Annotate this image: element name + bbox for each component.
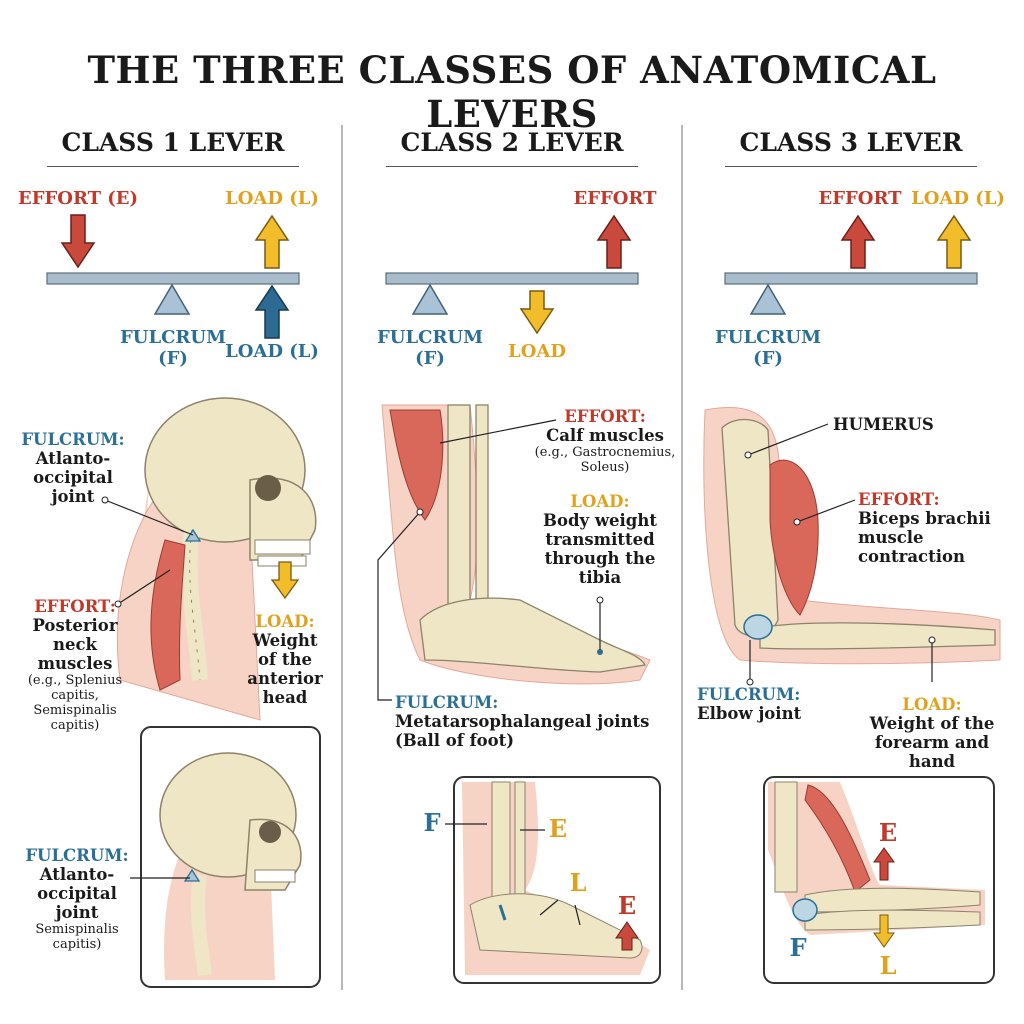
class1-load-label-bottom: LOAD (L) <box>225 341 319 362</box>
class2-leg-illustration <box>377 404 651 701</box>
class3-fulcrum-annotation: FULCRUM: Elbow joint <box>697 685 802 723</box>
class3-load-annotation: LOAD: Weight of the forearm and hand <box>869 695 995 771</box>
class2-load-annotation: LOAD: Body weight transmitted through th… <box>543 492 657 587</box>
class1-load-arrow-up <box>254 214 290 269</box>
class3-inset-arm <box>768 781 985 948</box>
class3-load-label: LOAD (L) <box>911 188 1005 209</box>
class1-inset-skull <box>130 752 302 980</box>
class3-effort-arrow <box>840 214 876 269</box>
class3-load-arrow <box>936 214 972 269</box>
class2-fulcrum-triangle <box>411 283 449 315</box>
class3-inset-effort-letter: E <box>878 818 898 847</box>
class2-fulcrum-label: FULCRUM(F) <box>376 327 484 369</box>
class3-effort-label: EFFORT <box>818 188 902 209</box>
class1-effort-arrow <box>60 214 96 269</box>
class2-lever-diagram <box>385 214 639 335</box>
class2-inset-effort-letter-bottom: E <box>617 891 637 920</box>
class2-inset-effort-letter-top: E <box>548 814 568 843</box>
class3-inset-load-letter: L <box>879 951 897 980</box>
class1-load-annotation: LOAD: Weight of the anterior head <box>247 612 323 707</box>
class3-fulcrum-label: FULCRUM(F) <box>714 327 822 369</box>
class1-beam <box>46 272 300 285</box>
page-title: THE THREE CLASSES OF ANATOMICAL LEVERS <box>87 48 937 136</box>
class2-inset-load-letter: L <box>569 868 587 897</box>
class3-effort-annotation: EFFORT: Biceps brachii muscle contractio… <box>858 490 991 566</box>
class2-heading: CLASS 2 LEVER <box>400 128 624 157</box>
class1-heading-rule <box>47 166 299 167</box>
class1-load-arrow-blue <box>254 284 290 339</box>
class3-humerus-label: HUMERUS <box>833 415 934 434</box>
class2-effort-annotation: EFFORT: Calf muscles (e.g., Gastrocnemiu… <box>534 407 676 475</box>
class1-heading: CLASS 1 LEVER <box>61 128 285 157</box>
class2-load-label: LOAD <box>508 341 566 362</box>
class3-beam <box>724 272 978 285</box>
class3-inset-fulcrum-letter: F <box>789 933 807 962</box>
class2-heading-rule <box>386 166 638 167</box>
class1-lever-diagram <box>46 214 300 339</box>
class3-heading: CLASS 3 LEVER <box>739 128 963 157</box>
class2-inset-fulcrum-letter: F <box>423 808 441 837</box>
class1-inset-annotation: FULCRUM: Atlanto- occipital joint Semisp… <box>25 846 129 952</box>
class2-effort-arrow <box>596 214 632 269</box>
class2-effort-label: EFFORT <box>573 188 657 209</box>
class1-skull-illustration <box>101 397 317 721</box>
class2-beam <box>385 272 639 285</box>
class3-fulcrum-triangle <box>749 283 787 315</box>
class3-heading-rule <box>725 166 977 167</box>
class1-fulcrum-triangle <box>153 283 191 315</box>
class1-fulcrum-annotation: FULCRUM: Atlanto- occipital joint <box>21 430 125 506</box>
class1-effort-annotation: EFFORT: Posterior neck muscles (e.g., Sp… <box>27 597 123 733</box>
class1-fulcrum-label: FULCRUM(F) <box>119 327 227 369</box>
class2-fulcrum-annotation: FULCRUM: Metatarsophalangeal joints (Bal… <box>395 693 650 750</box>
class3-lever-diagram <box>724 214 978 315</box>
class1-load-label-top: LOAD (L) <box>225 188 319 209</box>
class1-effort-label: EFFORT (E) <box>18 188 139 209</box>
class2-load-arrow <box>519 290 555 335</box>
class3-arm-illustration <box>703 407 1001 686</box>
class2-inset-foot <box>445 781 650 975</box>
